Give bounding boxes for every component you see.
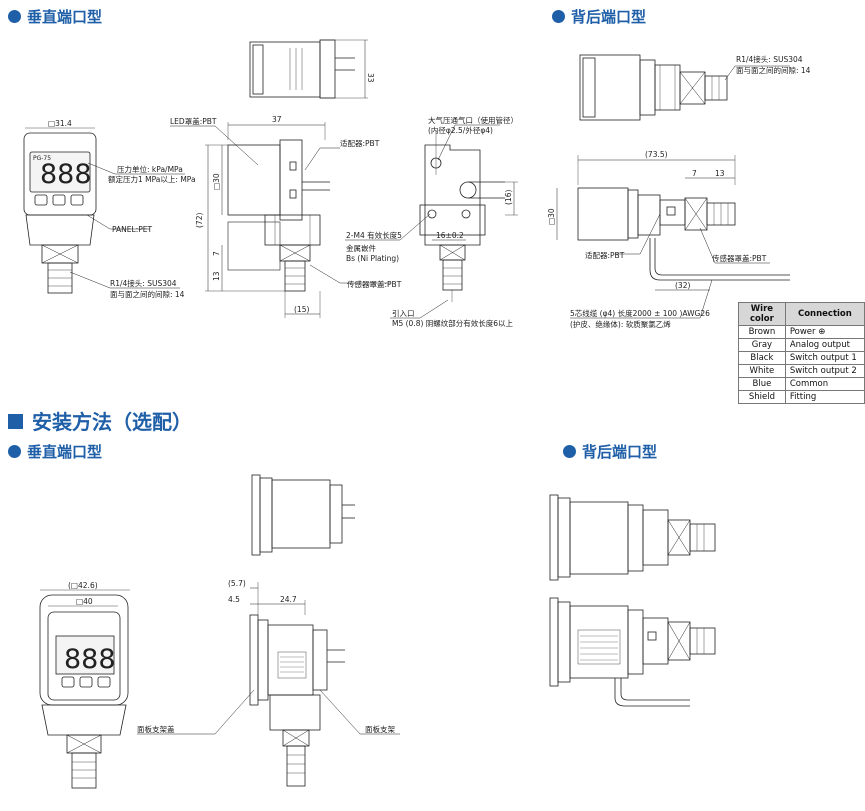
label-fitting: R1/4接头: SUS304 [110,278,177,288]
heading-text: 垂直端口型 [27,8,103,26]
dim-33: 33 [366,73,375,83]
install-top-view [251,474,355,556]
dim-back-7: 7 [692,169,697,178]
dim-72: (72) [195,213,204,228]
heading-back-port: 背后端口型 [552,6,646,27]
install-front-view: (□42.6) □40 888 [39,581,130,789]
dim-13: 13 [212,271,221,281]
label-sensor-cover: 传感器罩盖:PBT [347,279,402,289]
heading-vertical-port: 垂直端口型 [8,6,102,27]
display-digits: 888 [40,159,92,190]
wire-color: White [738,364,786,378]
label-cable: 5芯线缆 (φ4) 长度2000 ± 100 )AWG26 [570,308,710,318]
wire-connection: Switch output 2 [784,364,865,378]
bullet-icon [8,10,21,23]
dim-4-5: 4.5 [228,595,240,604]
vertical-top-view: 33 [249,39,375,99]
label-back-fitting: R1/4接头: SUS304 [736,54,803,64]
dim-16: (16) [504,190,513,205]
label-adapter: 适配器:PBT [340,138,380,148]
label-panel-bracket: 面板支架 [365,724,395,734]
dim-42-6: (□42.6) [68,581,98,590]
wire-connection: Fitting [784,390,865,404]
wire-color: Blue [738,377,786,391]
label-led-cover: LED罩盖:PBT [170,116,217,126]
dim-back-30: □30 [547,208,556,225]
dim-7: 7 [212,251,221,256]
label-air-port: 大气压通气口（使用管径） [428,115,518,125]
wire-connection: Switch output 1 [784,351,865,365]
dim-16-02: 16±0.2 [436,231,464,240]
dim-40: □40 [76,597,93,606]
wire-connection: Power ⊕ [784,325,865,339]
vertical-front-view: □31.4 888 PG-75 [23,119,185,294]
label-metal-insert: 金属嵌件 [346,243,376,253]
label-back-sensor-cover: 传感器罩盖:PBT [712,253,767,263]
label-rated-pressure: 额定压力1 MPa以上: MPa [108,174,196,184]
heading-text: 安装方法（选配） [32,410,192,434]
dim-24-7: 24.7 [280,595,297,604]
install-display-digits: 888 [64,644,116,675]
bullet-icon [8,445,21,458]
square-bullet-icon [8,414,23,429]
install-back-side-view [549,597,716,707]
install-back-top-view [549,494,716,581]
label-hex-width: 面与面之间的间隙: 14 [110,289,185,299]
vertical-rear-view: 16±0.2 (16) [345,124,518,319]
label-lead-in: 引入口 [392,309,415,318]
display-model: PG-75 [33,155,51,162]
wire-color: Brown [738,325,786,339]
dim-37: 37 [272,115,282,124]
install-side-view: (5.7) 4.5 24.7 [137,579,400,787]
bullet-icon [552,10,565,23]
table-header-wire-color: Wire color [738,302,786,326]
wire-connection: Common [784,377,865,391]
label-screw-m4: 2-M4 有效长度5 [346,230,402,240]
label-panel-bracket-cover: 面板支架盖 [137,724,175,734]
heading-installation: 安装方法（选配） [8,406,192,435]
label-ni-plating: Bs (Ni Plating) [346,254,399,263]
heading-text: 垂直端口型 [27,443,103,461]
wire-color: Gray [738,338,786,352]
table-header-connection: Connection [784,302,865,326]
label-back-hex: 面与面之间的间隙: 14 [736,65,811,75]
dim-15: (15) [294,305,309,314]
wire-connection: Analog output [784,338,865,352]
heading-vertical-port-install: 垂直端口型 [8,441,102,462]
dim-30: □30 [212,173,221,190]
bullet-icon [563,445,576,458]
label-cable-sheath: (护皮、绝缘体): 软质聚氯乙烯 [570,319,671,329]
back-side-view: (73.5) 7 13 □30 (32) [547,150,790,319]
heading-text: 背后端口型 [582,443,658,461]
label-pressure-unit: 压力单位: kPa/MPa [117,164,183,174]
dim-73-5: (73.5) [645,150,668,159]
label-back-adapter: 适配器:PBT [585,250,625,260]
dim-5-7: (5.7) [228,579,246,588]
dim-back-13: 13 [715,169,725,178]
label-air-port-dia: (内径φ2.5/外径φ4) [428,125,493,135]
heading-text: 背后端口型 [571,8,647,26]
vertical-side-view: 37 (72) □30 7 13 (15) [170,115,390,318]
dim-32: (32) [675,281,690,290]
wire-color: Black [738,351,786,365]
dim-sq31-4: □31.4 [48,119,72,128]
heading-back-port-install: 背后端口型 [563,441,657,462]
back-top-view [579,54,790,121]
label-m5-thread: M5 (0.8) 阴螺纹部分有效长度6以上 [392,318,514,328]
label-panel: PANEL:PET [112,225,152,234]
wire-color: Shield [738,390,786,404]
